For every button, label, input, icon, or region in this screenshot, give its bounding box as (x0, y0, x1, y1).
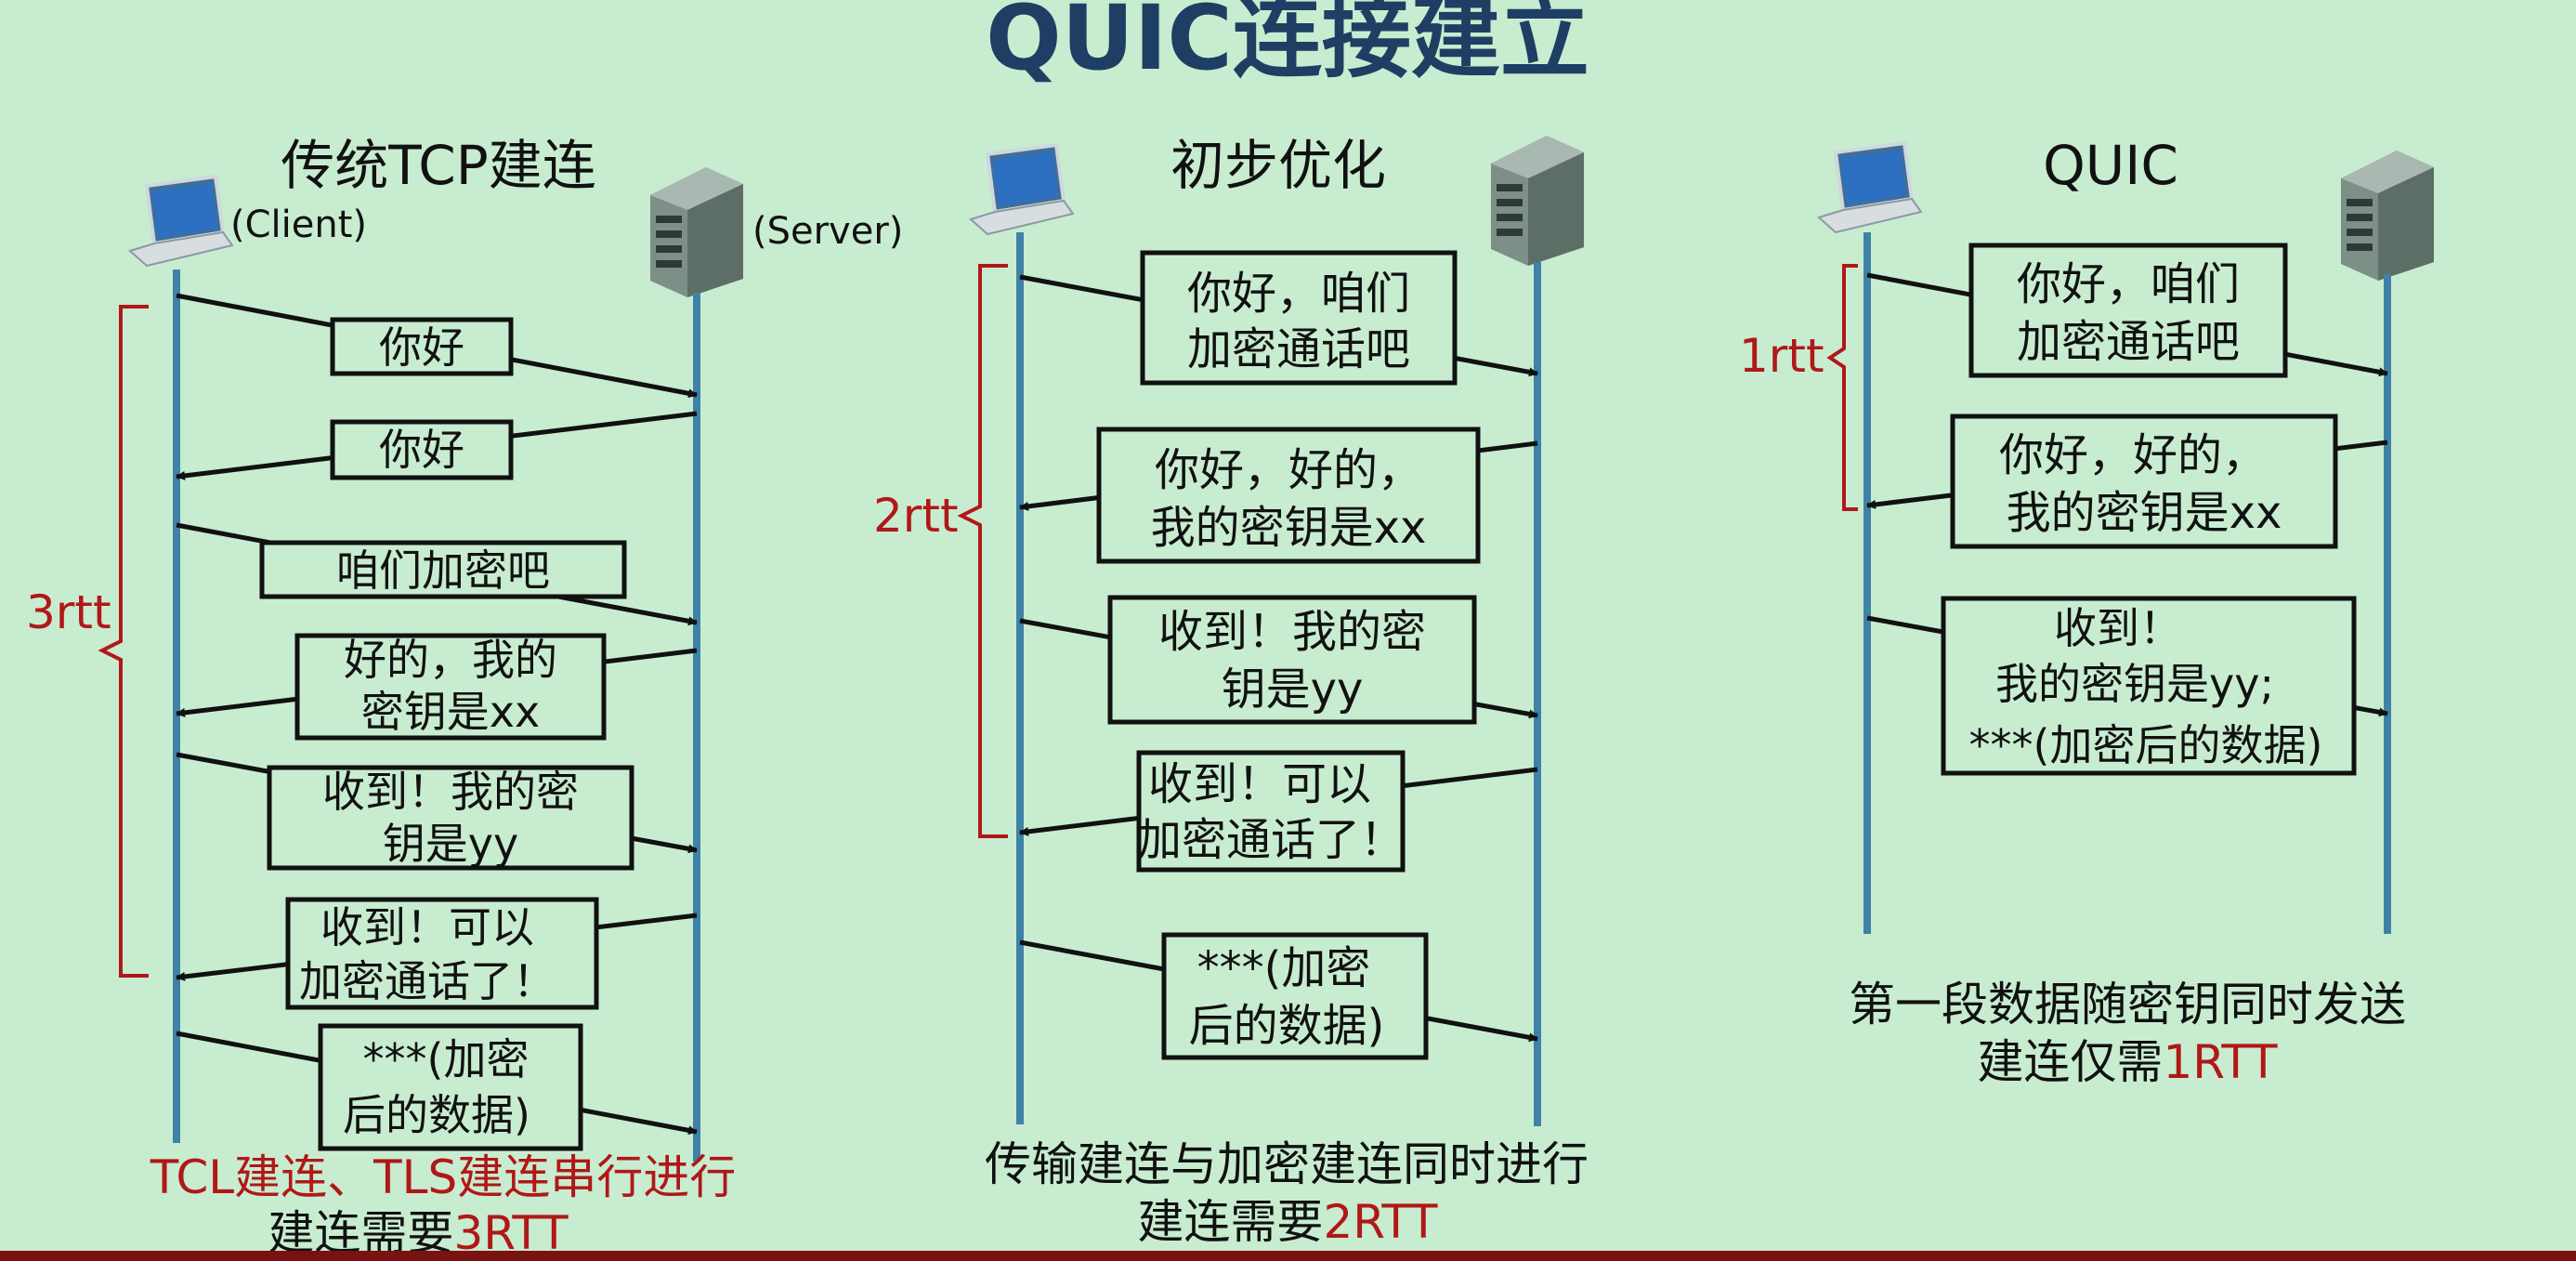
message-arrow: 收到！可以 加密通话了！ (176, 897, 698, 1010)
panel-initial-optimization: 初步优化 2rtt 你好，咱们 加密通话吧 你好，好 (873, 134, 1589, 1249)
panel-tcp: 传统TCP建连 (Client) (Server) 3rtt (26, 134, 903, 1260)
rtt-bracket-label: 1rtt (1739, 329, 1824, 383)
message-arrow: 收到！我的密 钥是yy (1019, 595, 1538, 725)
rtt-bracket (957, 264, 1008, 838)
message-text: 你好 (379, 322, 464, 373)
bottom-bar (0, 1251, 2576, 1261)
message-text: ***(加密后的数据) (1969, 720, 2323, 770)
server-tower-icon (650, 167, 743, 297)
message-text: 咱们加密吧 (336, 545, 550, 596)
message-text: 收到！ (2054, 603, 2182, 653)
message-arrow: 你好，好的， 我的密钥是xx (1019, 427, 1538, 564)
message-text: 我的密钥是xx (1151, 502, 1427, 554)
message-text: 钥是yy (1222, 663, 1364, 716)
message-arrow: 你好，咱们 加密通话吧 (1866, 243, 2388, 378)
message-text: 你好 (379, 425, 464, 475)
rtt-bracket (98, 305, 149, 978)
message-text: 收到！可以 (1148, 758, 1371, 810)
message-text: 收到！可以 (320, 902, 534, 952)
message-arrow: 你好 (176, 411, 698, 480)
client-label: (Client) (230, 204, 367, 246)
message-text: 收到！我的密 (1158, 606, 1426, 658)
page-title: QUIC连接建立 (986, 0, 1589, 90)
message-text: ***(加密 (363, 1034, 530, 1084)
server-tower-icon (2341, 151, 2434, 281)
message-arrow: 你好，咱们 加密通话吧 (1019, 250, 1538, 386)
rtt-bracket-label: 3rtt (26, 585, 111, 639)
rtt-bracket-label: 2rtt (873, 489, 959, 543)
panel-quic: QUIC 1rtt 你好，咱们 加密通话吧 你好，好 (1739, 134, 2434, 1089)
rtt-highlight: 1RTT (2163, 1035, 2278, 1089)
message-arrow: ***(加密 后的数据) (1019, 932, 1538, 1060)
message-text: 加密通话了！ (1137, 814, 1405, 866)
message-text: 钥是yy (383, 819, 518, 869)
message-text: 后的数据) (1189, 1000, 1385, 1052)
message-text: ***(加密 (1197, 942, 1371, 994)
panel-caption: 建连需要2RTT (1137, 1195, 1438, 1249)
message-arrow: 好的，我的 密钥是xx (176, 633, 698, 741)
message-text: 加密通话了！ (299, 956, 556, 1006)
panel-caption-red: TCL建连、TLS建连串行进行 (150, 1150, 737, 1204)
message-text: 密钥是xx (361, 687, 540, 737)
message-text: 你好，咱们 (2017, 258, 2240, 310)
message-text: 后的数据) (343, 1090, 530, 1140)
rtt-highlight: 2RTT (1323, 1195, 1438, 1249)
laptop-icon (1817, 140, 1923, 234)
panel-heading: 初步优化 (1170, 134, 1386, 197)
panel-caption: 第一段数据随密钥同时发送 (1849, 978, 2406, 1031)
message-arrow: 收到！ 我的密钥是yy; ***(加密后的数据) (1866, 596, 2388, 776)
panel-caption: 传输建连与加密建连同时进行 (985, 1137, 1589, 1191)
message-text: 我的密钥是yy; (1995, 659, 2274, 709)
rtt-bracket (1826, 264, 1858, 511)
laptop-icon (128, 174, 234, 268)
panel-heading: QUIC (2043, 134, 2178, 197)
panel-caption: 建连仅需1RTT (1977, 1035, 2278, 1089)
message-text: 加密通话吧 (1187, 323, 1410, 375)
message-arrow: 咱们加密吧 (176, 522, 698, 626)
message-arrow: ***(加密 后的数据) (176, 1023, 698, 1151)
message-text: 你好，咱们 (1187, 268, 1410, 320)
laptop-icon (969, 142, 1075, 236)
panel-heading: 传统TCP建连 (281, 134, 596, 197)
message-arrow: 你好 (176, 293, 698, 399)
server-label: (Server) (752, 210, 903, 253)
message-text: 我的密钥是xx (2007, 487, 2282, 539)
message-text: 加密通话吧 (2017, 316, 2240, 368)
message-text: 收到！我的密 (322, 767, 579, 817)
message-text: 你好，好的， (1155, 444, 1422, 496)
message-arrow: 收到！可以 加密通话了！ (1019, 750, 1538, 873)
server-tower-icon (1491, 136, 1584, 266)
message-text: 好的，我的 (344, 635, 557, 685)
message-arrow: 收到！我的密 钥是yy (176, 752, 698, 871)
message-arrow: 你好，好的， 我的密钥是xx (1866, 414, 2388, 549)
message-text: 你好，好的， (1999, 429, 2267, 481)
